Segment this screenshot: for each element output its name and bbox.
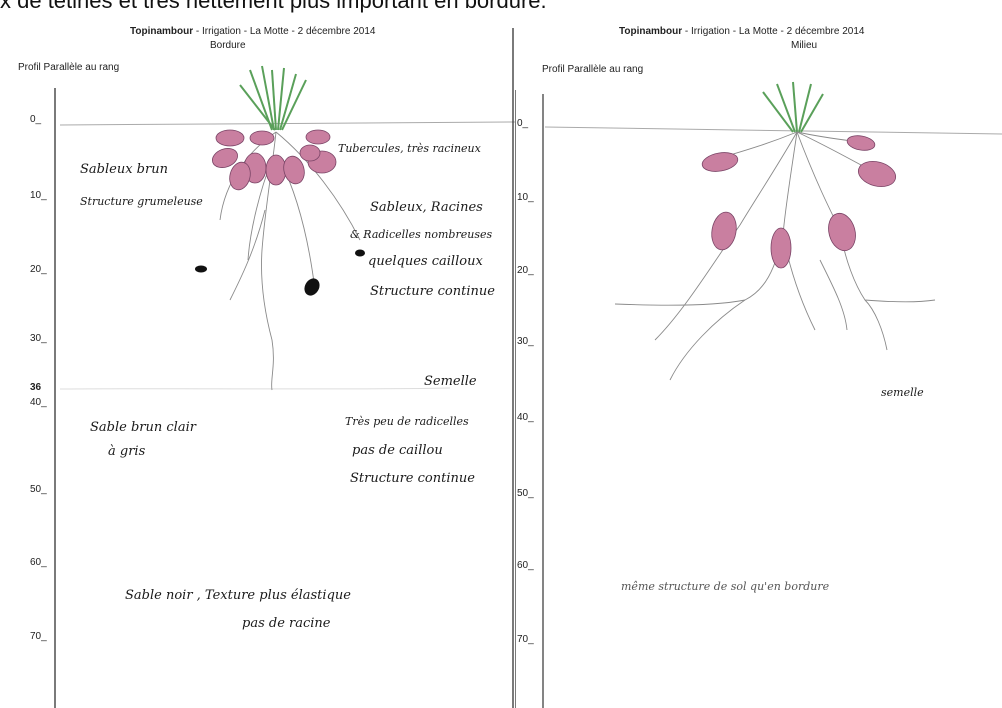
semelle-line xyxy=(60,388,450,389)
note-cailloux: quelques cailloux xyxy=(368,254,483,269)
note-sableux-racines: Sableux, Racines xyxy=(370,200,483,215)
bordure-drawing xyxy=(10,10,515,708)
note-semelle: semelle xyxy=(881,386,924,399)
plant-leaves-icon xyxy=(763,82,823,132)
note-tres-peu: Très peu de radicelles xyxy=(345,415,469,428)
plant-leaves-icon xyxy=(240,66,306,130)
note-pas-caillou: pas de caillou xyxy=(352,443,443,458)
tubercules-icon xyxy=(210,130,336,192)
note-a-gris: à gris xyxy=(108,444,145,459)
note-meme-structure: même structure de sol qu'en bordure xyxy=(621,580,829,593)
stones-icon xyxy=(195,250,365,299)
soil-surface-line xyxy=(60,122,515,125)
note-pas-racine: pas de racine xyxy=(242,616,331,631)
profile-panel-milieu: Topinambour - Irrigation - La Motte - 2 … xyxy=(515,10,1002,708)
soil-surface-line xyxy=(545,127,1002,134)
profile-panel-bordure: Topinambour - Irrigation - La Motte - 2 … xyxy=(10,10,515,708)
note-structure-grumeleuse: Structure grumeleuse xyxy=(80,195,203,208)
note-tubercules: Tubercules, très racineux xyxy=(338,142,481,155)
note-sableux-brun: Sableux brun xyxy=(80,162,168,177)
tubercules-icon xyxy=(701,134,899,268)
note-structure-continue-2: Structure continue xyxy=(350,471,475,486)
note-sable-noir: Sable noir , Texture plus élastique xyxy=(125,588,351,603)
milieu-drawing xyxy=(515,10,1002,708)
note-radicelles: & Radicelles nombreuses xyxy=(350,228,492,241)
note-structure-continue: Structure continue xyxy=(370,284,495,299)
note-sable-brun-clair: Sable brun clair xyxy=(90,420,196,435)
note-semelle: Semelle xyxy=(424,374,477,389)
